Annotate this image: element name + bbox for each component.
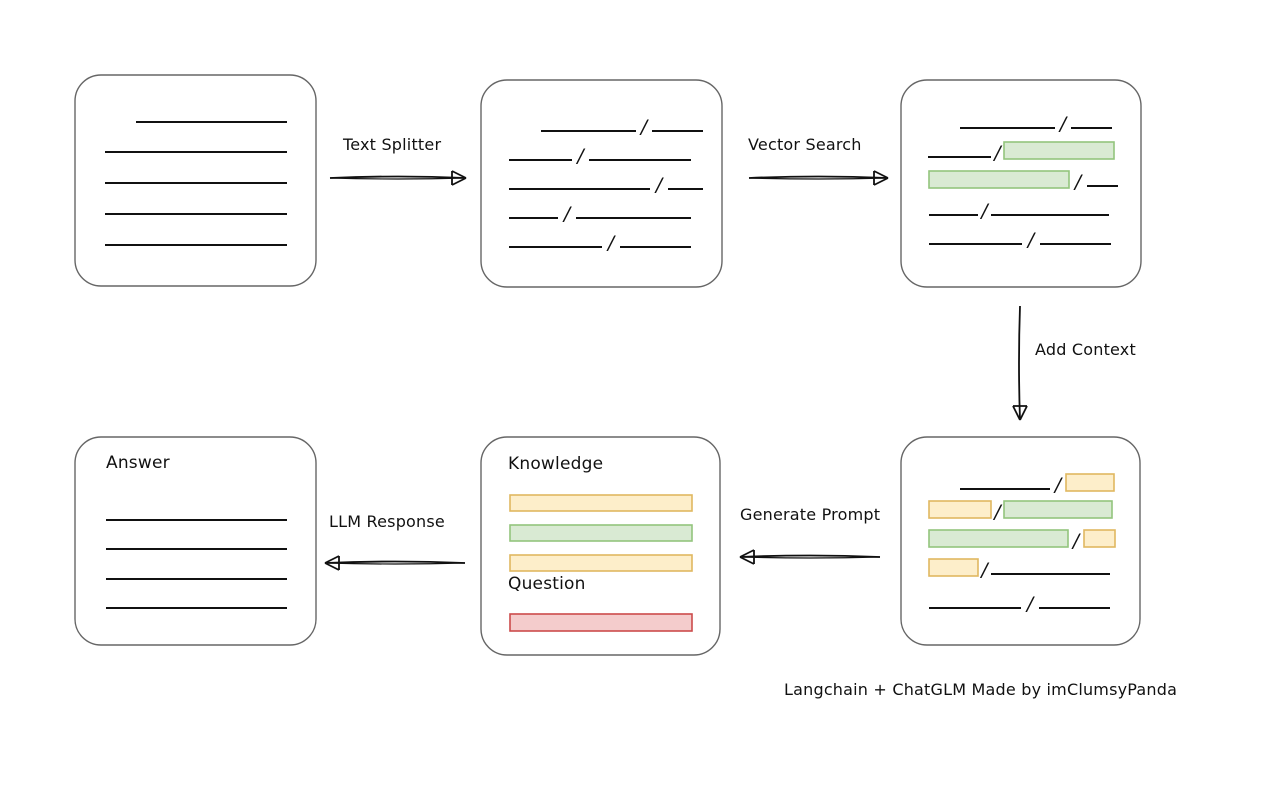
edge-line bbox=[1018, 305, 1021, 421]
edge-label-add-context: Add Context bbox=[1035, 340, 1136, 359]
edge-vector-search bbox=[748, 170, 889, 186]
edge-arrowhead bbox=[324, 555, 340, 571]
text-row: / bbox=[509, 174, 703, 196]
node-vector-matched-chunks[interactable]: / / / / / bbox=[900, 79, 1142, 288]
highlight-chunk-green[interactable] bbox=[1003, 500, 1113, 519]
node-box-prompt[interactable] bbox=[480, 436, 721, 656]
edge-label-text-splitter: Text Splitter bbox=[343, 135, 442, 154]
edge-label-generate-prompt: Generate Prompt bbox=[740, 505, 881, 524]
edge-line bbox=[329, 175, 467, 179]
edge-llm-response bbox=[324, 555, 466, 571]
highlight-chunk-yellow[interactable] bbox=[928, 500, 992, 519]
highlight-chunk-green[interactable] bbox=[1003, 141, 1115, 160]
prompt-bar-knowledge-yellow[interactable] bbox=[509, 494, 693, 512]
section-title-knowledge: Knowledge bbox=[508, 454, 604, 474]
section-title-question: Question bbox=[508, 574, 586, 594]
edge-line-shadow bbox=[324, 562, 466, 565]
node-answer[interactable] bbox=[74, 436, 317, 646]
chunk-separator-slash: / bbox=[1026, 229, 1037, 251]
chunk-separator-slash: / bbox=[1071, 530, 1082, 552]
highlight-chunk-yellow[interactable] bbox=[1065, 473, 1115, 492]
edge-arrowhead bbox=[1012, 405, 1028, 421]
prompt-bar-question-red[interactable] bbox=[509, 613, 693, 632]
edge-generate-prompt bbox=[739, 549, 881, 565]
edge-label-vector-search: Vector Search bbox=[748, 135, 862, 154]
edge-line bbox=[748, 175, 889, 179]
text-row: / bbox=[928, 500, 1113, 523]
chunk-separator-slash: / bbox=[992, 501, 1003, 523]
node-source-document[interactable] bbox=[74, 74, 317, 287]
chunk-separator-slash: / bbox=[639, 116, 650, 138]
highlight-chunk-yellow[interactable] bbox=[1083, 529, 1116, 548]
edge-line bbox=[324, 560, 466, 564]
node-context-chunks[interactable]: / / / / / bbox=[900, 436, 1141, 646]
chunk-separator-slash: / bbox=[979, 200, 990, 222]
text-row: / bbox=[509, 145, 691, 167]
edge-add-context bbox=[1012, 305, 1028, 421]
text-row: / bbox=[509, 203, 691, 225]
text-row: / bbox=[928, 558, 1110, 581]
diagram-caption: Langchain + ChatGLM Made by imClumsyPand… bbox=[784, 680, 1178, 699]
chunk-separator-slash: / bbox=[1025, 593, 1036, 615]
chunk-separator-slash: / bbox=[1073, 171, 1084, 193]
node-prompt[interactable] bbox=[480, 436, 721, 656]
highlight-chunk-green[interactable] bbox=[928, 170, 1070, 189]
text-row: / bbox=[960, 113, 1112, 135]
text-row: / bbox=[960, 473, 1115, 496]
prompt-bar-knowledge-yellow[interactable] bbox=[509, 554, 693, 572]
text-row: / bbox=[541, 116, 703, 138]
chunk-separator-slash: / bbox=[1053, 474, 1064, 496]
chunk-separator-slash: / bbox=[562, 203, 573, 225]
node-box-source-document[interactable] bbox=[74, 74, 317, 287]
edge-label-llm-response: LLM Response bbox=[329, 512, 445, 531]
highlight-chunk-yellow[interactable] bbox=[928, 558, 979, 577]
edge-text-splitter bbox=[329, 170, 467, 186]
text-row: / bbox=[929, 593, 1110, 615]
edge-arrowhead bbox=[873, 170, 889, 186]
edge-line-shadow bbox=[329, 177, 467, 180]
text-row: / bbox=[509, 232, 691, 254]
edge-arrowhead bbox=[739, 549, 755, 565]
text-row: / bbox=[928, 141, 1115, 164]
highlight-chunk-green[interactable] bbox=[928, 529, 1069, 548]
chunk-separator-slash: / bbox=[1058, 113, 1069, 135]
node-title-answer: Answer bbox=[106, 453, 170, 473]
node-box-split-chunks[interactable] bbox=[480, 79, 723, 288]
chunk-separator-slash: / bbox=[992, 142, 1003, 164]
edge-arrowhead bbox=[451, 170, 467, 186]
chunk-separator-slash: / bbox=[654, 174, 665, 196]
edge-line-shadow bbox=[739, 556, 881, 559]
text-row: / bbox=[929, 229, 1111, 251]
text-row: / bbox=[928, 170, 1118, 193]
chunk-separator-slash: / bbox=[979, 559, 990, 581]
chunk-separator-slash: / bbox=[606, 232, 617, 254]
node-box-answer[interactable] bbox=[74, 436, 317, 646]
node-split-chunks[interactable]: / / / / / bbox=[480, 79, 723, 288]
text-row: / bbox=[929, 200, 1109, 222]
edge-line-shadow bbox=[748, 177, 889, 180]
edge-line bbox=[739, 554, 881, 558]
prompt-bar-knowledge-green[interactable] bbox=[509, 524, 693, 542]
text-row: / bbox=[928, 529, 1116, 552]
chunk-separator-slash: / bbox=[575, 145, 586, 167]
